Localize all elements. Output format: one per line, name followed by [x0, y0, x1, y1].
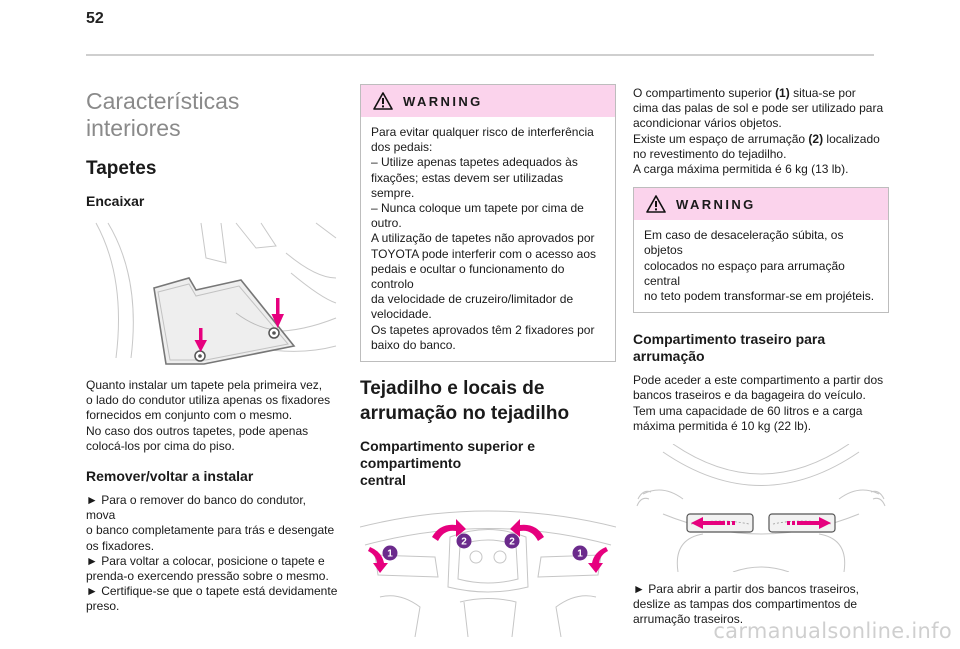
subheading-rear-compartment: Compartimento traseiro para arrumação — [633, 331, 826, 365]
section-title: Características interiores — [86, 88, 240, 141]
warning-text-roof: Em caso de desaceleração súbita, os obje… — [644, 228, 875, 304]
arrow-down-icon — [588, 547, 608, 574]
column-right: O compartimento superior (1) situa-se po… — [633, 86, 889, 638]
warning-box-roof: WARNING Em caso de desaceleração súbita,… — [633, 187, 889, 314]
arrow-down-icon — [194, 328, 207, 352]
curved-arrow-icon — [432, 519, 466, 542]
callout-label: 1 — [387, 549, 393, 560]
callout-2 — [504, 533, 520, 549]
slide-arrow-icon — [691, 517, 735, 530]
warning-triangle-icon — [373, 92, 393, 110]
arrow-down-icon — [271, 298, 284, 328]
warning-header: WARNING — [634, 188, 888, 221]
callout-1 — [572, 545, 588, 561]
slide-arrow-icon — [787, 517, 831, 530]
warning-box-mats: WARNING Para evitar qualquer risco de in… — [360, 84, 616, 363]
warning-title: WARNING — [676, 196, 756, 212]
watermark: carmanualsonline.info — [713, 619, 952, 643]
arrow-down-icon — [368, 547, 388, 574]
warning-header: WARNING — [361, 85, 615, 117]
heading-tejadilho: Tejadilho e locais de arrumação no tejad… — [360, 378, 570, 425]
warning-text-mats: Para evitar qualquer risco de interferên… — [371, 125, 596, 352]
page-number: 52 — [86, 10, 104, 27]
paragraph-upper-compartment: O compartimento superior (1) situa-se po… — [633, 86, 884, 177]
floor-mat-illustration — [95, 222, 337, 365]
curved-arrow-icon — [510, 519, 544, 542]
paragraph-remove-steps: ► Para o remover do banco do condutor, m… — [86, 493, 338, 614]
paragraph-install: Quanto instalar um tapete pela primeira … — [86, 378, 331, 453]
callout-label: 1 — [577, 549, 583, 560]
callout-1 — [382, 545, 398, 561]
callout-label: 2 — [461, 537, 467, 548]
floor-mat — [153, 277, 296, 365]
callout-label: 2 — [509, 537, 515, 548]
subheading-remover: Remover/voltar a instalar — [86, 468, 254, 485]
rear-storage-illustration — [636, 444, 886, 573]
heading-tapetes: Tapetes — [86, 158, 157, 179]
warning-triangle-icon — [646, 195, 666, 214]
subheading-compartimento-superior: Compartimento superior e compartimento c… — [360, 438, 536, 489]
paragraph-rear-compartment: Pode aceder a este compartimento a parti… — [633, 373, 884, 433]
column-middle: WARNING Para evitar qualquer risco de in… — [360, 84, 616, 638]
subheading-encaixar: Encaixar — [86, 193, 145, 209]
warning-title: WARNING — [403, 93, 483, 109]
column-left: Características interiores Tapetes Encai… — [86, 78, 338, 625]
paragraph-open-rear: ► Para abrir a partir dos bancos traseir… — [633, 582, 859, 627]
callout-2 — [456, 533, 472, 549]
roof-storage-illustration: 1 2 2 1 — [360, 510, 616, 638]
header-rule — [86, 54, 874, 56]
